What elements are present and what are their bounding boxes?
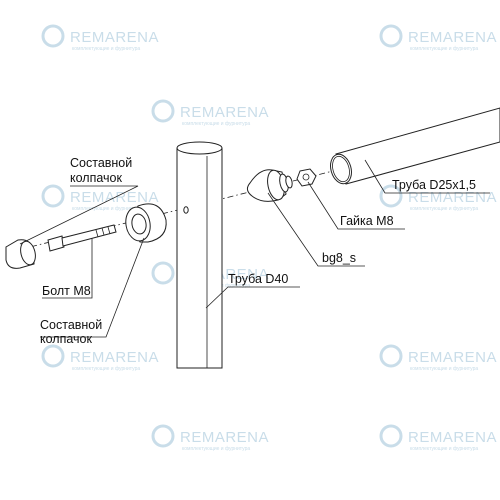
label-cap-top-line2: колпачок [70,171,122,185]
watermark: REMARENA комплектующие и фурнитура [379,24,497,52]
watermark-logo-icon [41,344,65,368]
watermark: REMARENA комплектующие и фурнитура [151,424,269,452]
label-cap-bottom-line2: колпачок [40,332,92,346]
label-bolt: Болт М8 [42,284,91,298]
bolt-m8 [47,224,117,252]
label-cap-top-line1: Составной [70,156,132,170]
watermark-logo-icon [41,24,65,48]
pipe-d40-body [176,147,223,369]
watermark: REMARENA комплектующие и фурнитура [379,424,497,452]
leader-cap-bottom [40,237,145,338]
label-cap-bottom: Составной колпачок [40,318,106,346]
watermark-logo-icon [379,424,403,448]
watermark: REMARENA комплектующие и фурнитура [151,99,269,127]
label-nut: Гайка М8 [340,214,394,228]
watermark-name: REMARENA [180,104,269,121]
pipe-d40 [176,141,223,369]
watermark-name: REMARENA [70,29,159,46]
label-pipe-small: Труба D25x1,5 [392,178,476,192]
watermark: REMARENA комплектующие и фурнитура [379,344,497,372]
watermark-name: REMARENA [408,429,497,446]
watermark-layer: REMARENA комплектующие и фурнитура REMAR… [41,24,497,452]
leader-pipe-large [205,286,300,309]
pipe-d40-bolt-hole [183,206,189,214]
watermark-name: REMARENA [70,349,159,366]
watermark-tagline: комплектующие и фурнитура [72,46,140,52]
label-cap-bottom-line1: Составной [40,318,102,332]
watermark-tagline: комплектующие и фурнитура [410,446,478,452]
watermark-logo-icon [151,424,175,448]
bolt-m8-thread [95,229,99,238]
compound-cap-dome [125,203,167,243]
fitting-bg8s-stub [285,175,293,189]
watermark-logo-icon [379,344,403,368]
pipe-d25 [330,107,500,185]
label-cap-top: Составной колпачок [70,156,136,185]
leader-pipe-small [364,159,490,194]
leader-cap-top [19,185,139,245]
bolt-m8-thread [101,227,105,236]
label-bg8: bg8_s [322,251,356,265]
watermark: REMARENA комплектующие и фурнитура [41,24,159,52]
watermark-logo-icon [379,24,403,48]
label-pipe-large: Труба D40 [228,272,288,286]
cap-dome-inner [131,213,147,235]
nut-m8 [296,168,317,187]
bolt-m8-head [47,235,65,252]
leader-lines [19,159,490,338]
watermark-name: REMARENA [408,349,497,366]
watermark-tagline: комплектующие и фурнитура [72,366,140,372]
leader-bg8 [267,192,365,267]
watermark-logo-icon [41,184,65,208]
leader-nut [307,181,405,230]
nut-m8-body [296,168,317,187]
bolt-m8-shank [61,224,117,247]
watermark-tagline: комплектующие и фурнитура [410,46,478,52]
nut-m8-hole [302,173,310,181]
watermark: REMARENA комплектующие и фурнитура [41,344,159,372]
watermark-tagline: комплектующие и фурнитура [182,446,250,452]
watermark-tagline: комплектующие и фурнитура [182,121,250,127]
watermark-tagline: комплектующие и фурнитура [72,206,140,212]
pipe-d40-top-opening [176,141,223,155]
watermark-logo-icon [151,261,175,285]
pipe-d25-inner [332,155,350,183]
watermark-name: REMARENA [180,429,269,446]
fitting-bg8s [246,169,293,202]
bolt-m8-thread [107,226,111,235]
compound-cap-left [5,239,36,269]
pipe-d25-body [335,107,500,185]
watermark-logo-icon [151,99,175,123]
watermark-logo-icon [379,184,403,208]
watermark-name: REMARENA [408,29,497,46]
watermark-tagline: комплектующие и фурнитура [410,206,478,212]
leader-bolt [42,238,93,299]
watermark-tagline: комплектующие и фурнитура [410,366,478,372]
